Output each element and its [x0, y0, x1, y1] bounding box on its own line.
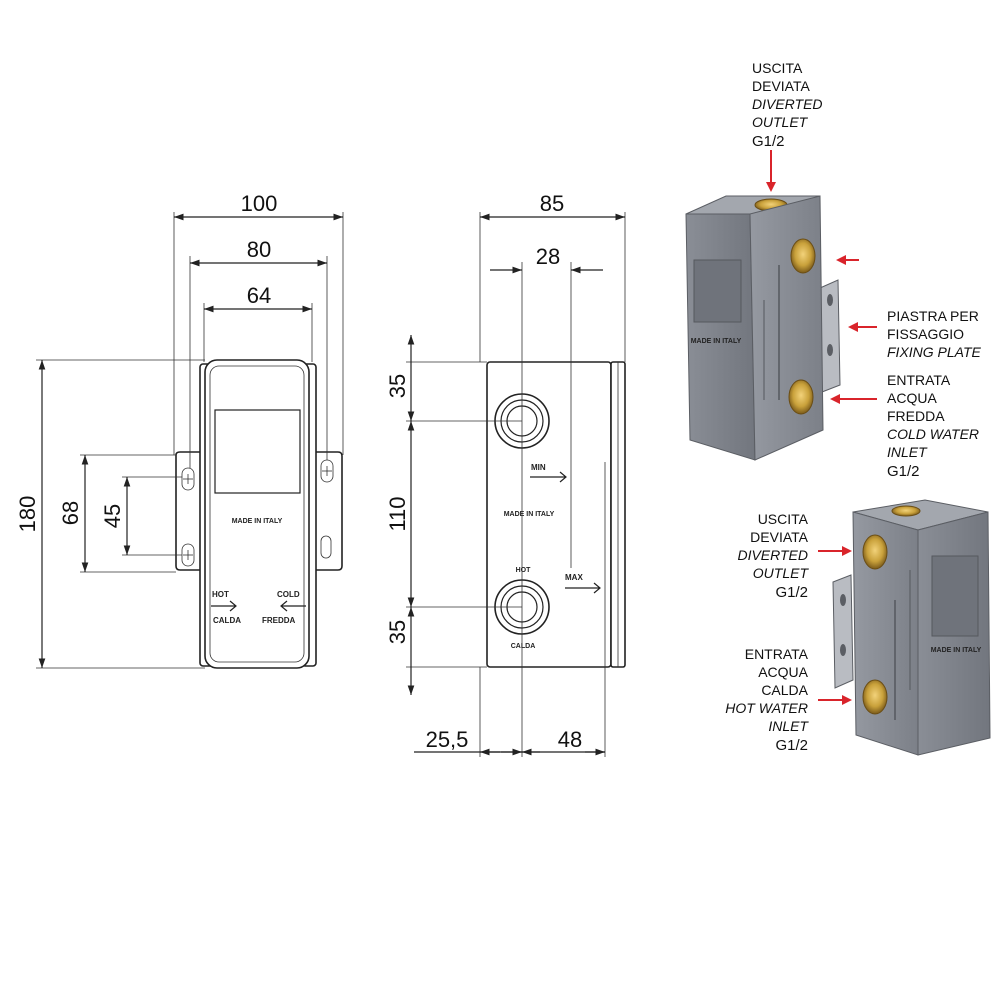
iso-top-inlet-l5: INLET: [887, 444, 928, 460]
made-in-italy-label: MADE IN ITALY: [232, 518, 283, 525]
iso-bottom-fixing-plate: [832, 574, 854, 689]
iso-bottom-outlet-l1: USCITA: [758, 511, 809, 527]
iso-top-inlet-l6: G1/2: [887, 463, 920, 480]
side-calda-label: CALDA: [511, 643, 536, 650]
calda-label: CALDA: [213, 616, 241, 625]
iso-top-inlet-l3: FREDDA: [887, 408, 945, 424]
iso-top-cold-port: [788, 379, 814, 415]
iso-bottom-inlet-l3: CALDA: [761, 682, 808, 698]
side-made-in-italy-label: MADE IN ITALY: [504, 511, 555, 518]
dim-port-spacing: 110: [385, 496, 410, 531]
dim-port-offset: 28: [536, 244, 560, 269]
front-window: [214, 409, 301, 494]
hot-label: HOT: [212, 590, 229, 599]
iso-top-plate-l3: FIXING PLATE: [887, 344, 982, 360]
iso-bottom-inlet-l1: ENTRATA: [745, 646, 809, 662]
dim-width-body: 64: [247, 283, 271, 308]
iso-bottom-top-port: [891, 505, 921, 517]
dim-front-to-port: 25,5: [426, 727, 469, 752]
iso-top-outlet-l1: USCITA: [752, 60, 803, 76]
iso-top-inlet-l4: COLD WATER: [887, 426, 979, 442]
iso-top-outlet-l2: DEVIATA: [752, 78, 810, 94]
cold-label: COLD: [277, 590, 300, 599]
iso-top-outlet-l5: G1/2: [752, 133, 785, 150]
iso-top-inlet-l1: ENTRATA: [887, 372, 951, 388]
iso-bottom-outlet-l3: DIVERTED: [737, 547, 808, 563]
iso-top-plate-arrow-icon: [848, 322, 877, 332]
iso-view-top: MADE IN ITALY USCITA DEVIATA DIVERTED OU…: [685, 60, 982, 480]
dim-bottom-to-port: 35: [385, 620, 410, 644]
dim-depth: 85: [540, 191, 564, 216]
iso-bottom-outlet-l2: DEVIATA: [750, 529, 808, 545]
min-label: MIN: [531, 463, 546, 472]
iso-bottom-outlet-l4: OUTLET: [753, 565, 810, 581]
dim-height: 180: [15, 496, 40, 533]
iso-top-inlet-arrow-icon: [830, 394, 877, 404]
max-arrow-icon: [565, 582, 601, 594]
iso-top-made-in-italy: MADE IN ITALY: [691, 338, 742, 345]
iso-bottom-hot-port: [862, 679, 888, 715]
iso-top-plate-l1: PIASTRA PER: [887, 308, 979, 324]
iso-bottom-inlet-arrow-icon: [818, 695, 852, 705]
dim-hole-spacing-outer: 68: [58, 501, 83, 525]
side-view: MIN MAX MADE IN ITALY HOT CALDA 85 28 35: [385, 191, 626, 757]
iso-top-inlet-l2: ACQUA: [887, 390, 937, 406]
iso-bottom-inlet-l2: ACQUA: [758, 664, 808, 680]
max-label: MAX: [565, 573, 583, 582]
iso-top-diverted-arrow-icon: [836, 255, 859, 265]
iso-bottom-diverted-port: [862, 534, 888, 570]
iso-top-outlet-l3: DIVERTED: [752, 96, 823, 112]
iso-top-outlet-arrow-icon: [766, 150, 776, 192]
side-hot-label: HOT: [516, 567, 532, 574]
dim-port-to-back: 48: [558, 727, 582, 752]
iso-bottom-inlet-l6: G1/2: [775, 737, 808, 754]
iso-top-outlet-l4: OUTLET: [752, 114, 809, 130]
iso-top-diverted-port: [790, 238, 816, 274]
front-body: [204, 359, 310, 669]
dim-hole-spacing-inner: 45: [100, 504, 125, 528]
cold-arrow-icon: [280, 600, 306, 612]
hot-arrow-icon: [211, 600, 237, 612]
min-arrow-icon: [530, 471, 567, 483]
iso-top-plate-l2: FISSAGGIO: [887, 326, 964, 342]
front-view: MADE IN ITALY HOT CALDA COLD FREDDA 100 …: [15, 191, 344, 669]
iso-view-bottom: MADE IN ITALY USCITA DEVIATA DIVERTED OU…: [725, 499, 991, 756]
dim-width-holes: 80: [247, 237, 271, 262]
iso-bottom-outlet-arrow-icon: [818, 546, 852, 556]
iso-bottom-inlet-l4: HOT WATER: [725, 700, 808, 716]
iso-bottom-made-in-italy: MADE IN ITALY: [931, 647, 982, 654]
dim-top-to-port: 35: [385, 374, 410, 398]
dim-width-total: 100: [241, 191, 278, 216]
iso-bottom-outlet-l5: G1/2: [775, 584, 808, 601]
fredda-label: FREDDA: [262, 616, 296, 625]
iso-bottom-inlet-l5: INLET: [768, 718, 809, 734]
